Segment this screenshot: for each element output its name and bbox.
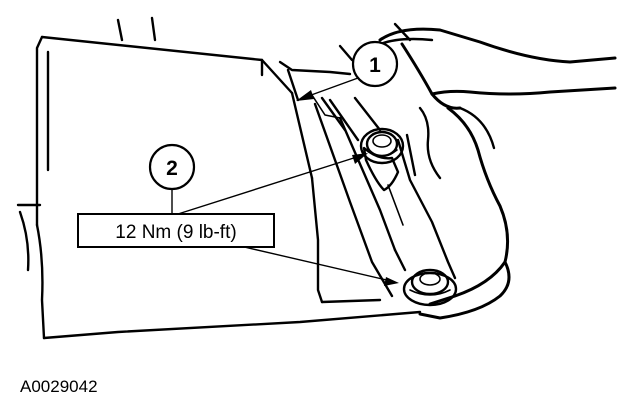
- callout-1-number: 1: [369, 54, 381, 77]
- torque-label: 12 Nm (9 lb-ft): [115, 222, 236, 243]
- bracket-panel: [16, 35, 422, 340]
- right-housing: [338, 22, 617, 320]
- torque-label-box: [77, 213, 275, 248]
- upper-bolt: [359, 127, 405, 192]
- callout-1: 1: [296, 40, 399, 101]
- callout-2-number: 2: [166, 157, 178, 180]
- figure-id: A0029042: [20, 377, 98, 396]
- mounting-channel: [313, 96, 457, 298]
- upper-bracket: [116, 16, 352, 132]
- lower-bolt: [402, 268, 458, 307]
- callout-2: 2 12 Nm (9 lb-ft): [77, 143, 399, 286]
